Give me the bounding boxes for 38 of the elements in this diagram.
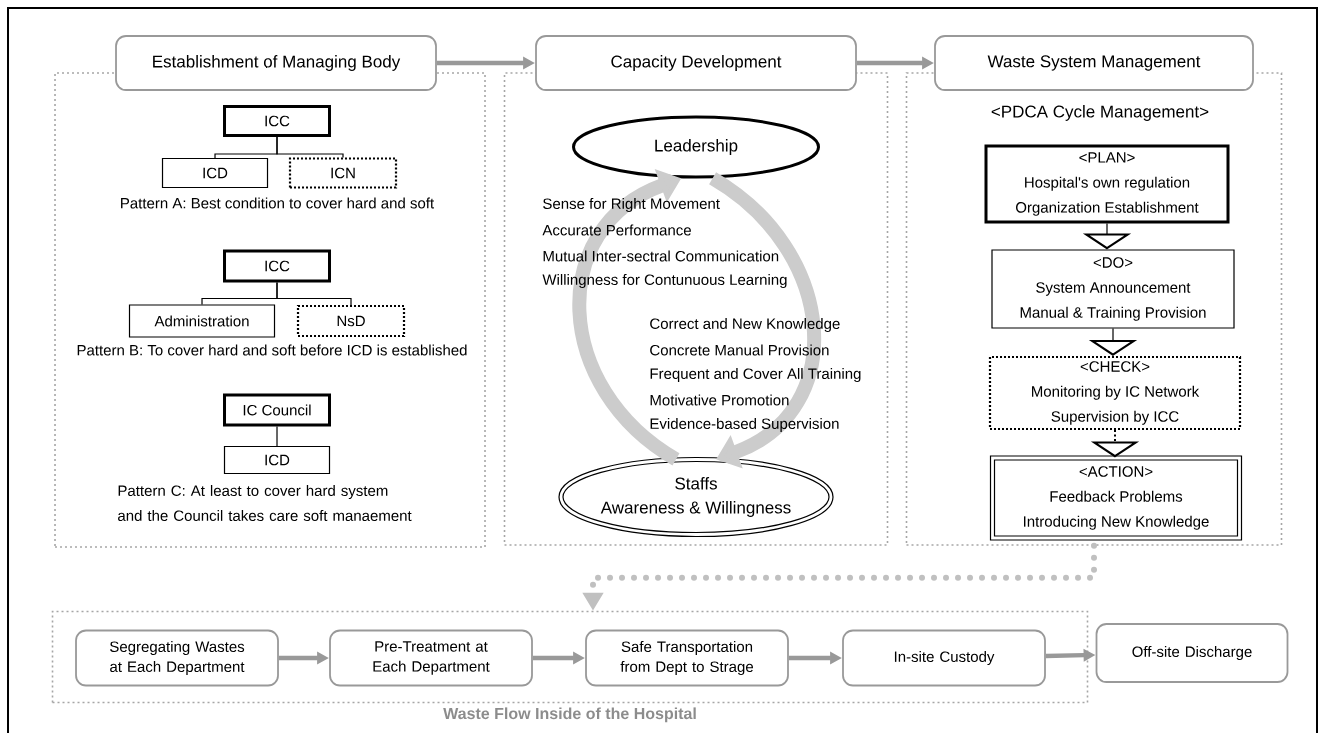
org-box: ICD bbox=[223, 445, 331, 475]
process-box: Segregating Wastes at Each Department bbox=[75, 629, 279, 687]
org-box: ICN bbox=[288, 157, 398, 189]
process-box: Pre-Treatment at Each Department bbox=[329, 629, 533, 687]
pattern-caption: Pattern A: Best condition to cover hard and soft bbox=[121, 197, 434, 209]
org-box: <PLAN> Hospital's own regulation Organization Establishment bbox=[984, 144, 1230, 224]
pattern-caption: Pattern C: At least to cover hard system and the Council takes care soft manaement bbox=[118, 485, 412, 521]
stage-box: Capacity Development bbox=[535, 35, 857, 91]
org-box: NsD bbox=[296, 304, 406, 338]
list-item: Accurate Performance bbox=[542, 224, 691, 236]
list-item: Sense for Right Movement bbox=[543, 198, 720, 212]
list-item: Concrete Manual Provision bbox=[650, 344, 829, 356]
pattern-caption: Pattern B: To cover hard and soft before ICD is established bbox=[77, 344, 467, 356]
org-box: IC Council bbox=[223, 393, 331, 427]
section-heading: <PDCA Cycle Management> bbox=[991, 105, 1209, 121]
org-box: <CHECK> Monitoring by IC Network Supervision by ICC bbox=[988, 355, 1242, 431]
list-item: Frequent and Cover All Training bbox=[650, 368, 861, 382]
stage-box: Establishment of Managing Body bbox=[115, 35, 437, 91]
process-box: In-site Custody bbox=[842, 629, 1046, 687]
panel-caption: Waste Flow Inside of the Hospital bbox=[443, 707, 696, 723]
list-item: Willingness for Contunuous Learning bbox=[542, 274, 787, 288]
list-item: Mutual Inter-sectral Communication bbox=[543, 250, 779, 262]
list-item: Motivative Promotion bbox=[650, 394, 789, 406]
list-item: Correct and New Knowledge bbox=[650, 318, 840, 332]
process-box: Off-site Discharge bbox=[1095, 623, 1289, 683]
connector-line bbox=[276, 136, 344, 158]
org-box: ICC bbox=[223, 249, 331, 283]
connector-line bbox=[276, 425, 278, 447]
connector-line bbox=[276, 281, 352, 306]
org-box: ICC bbox=[223, 105, 331, 137]
process-box: Safe Transportation from Dept to Strage bbox=[585, 629, 789, 687]
list-item: Evidence-based Supervision bbox=[650, 418, 839, 432]
org-box: ICD bbox=[161, 157, 269, 189]
cycle-arrow bbox=[708, 172, 821, 469]
org-box: Administration bbox=[128, 304, 276, 338]
pdca-box: <ACTION> Feedback Problems Introducing New Knowledge bbox=[989, 455, 1243, 541]
org-box: <DO> System Announcement Manual & Training Provision bbox=[991, 249, 1235, 329]
stage-box: Waste System Management bbox=[934, 35, 1254, 91]
